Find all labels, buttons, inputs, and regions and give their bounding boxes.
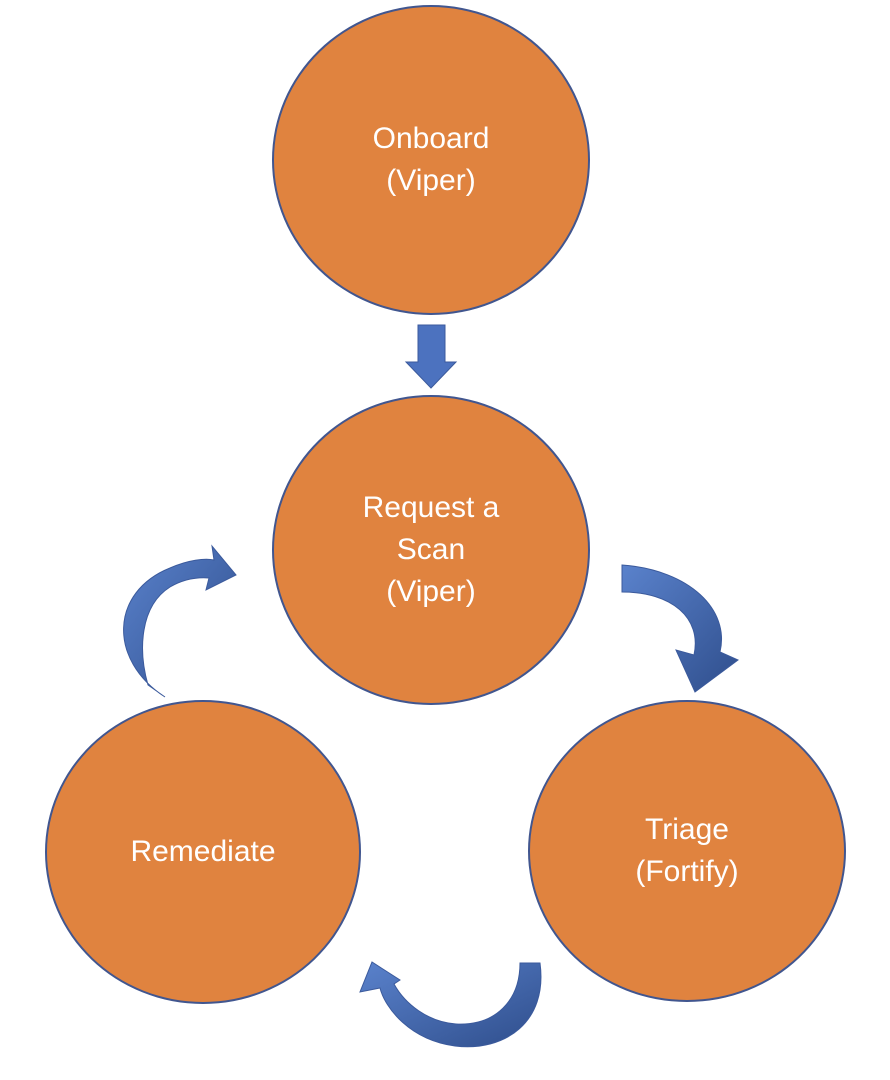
node-request-scan: Request a Scan (Viper) (272, 395, 590, 705)
node-triage: Triage (Fortify) (528, 700, 846, 1002)
node-request-scan-line3: (Viper) (386, 575, 476, 608)
node-onboard-line1: Onboard (372, 122, 490, 155)
node-remediate-line1: Remediate (130, 835, 276, 868)
node-onboard-line2: (Viper) (386, 164, 476, 197)
curved-arrow-icon (621, 564, 739, 693)
node-request-scan-label: Request a Scan (Viper) (363, 487, 500, 613)
node-triage-line2: (Fortify) (635, 855, 739, 888)
node-request-scan-line1: Request a (362, 491, 500, 524)
node-triage-label: Triage (Fortify) (635, 809, 738, 893)
node-onboard-label: Onboard (Viper) (373, 118, 490, 202)
node-remediate-label: Remediate (130, 831, 275, 873)
node-onboard: Onboard (Viper) (272, 5, 590, 315)
node-request-scan-line2: Scan (396, 533, 466, 566)
down-arrow-icon (404, 324, 458, 389)
curved-arrow-icon (123, 544, 237, 698)
curved-arrow-icon (359, 961, 542, 1048)
node-remediate: Remediate (45, 700, 361, 1004)
node-triage-line1: Triage (645, 813, 729, 846)
